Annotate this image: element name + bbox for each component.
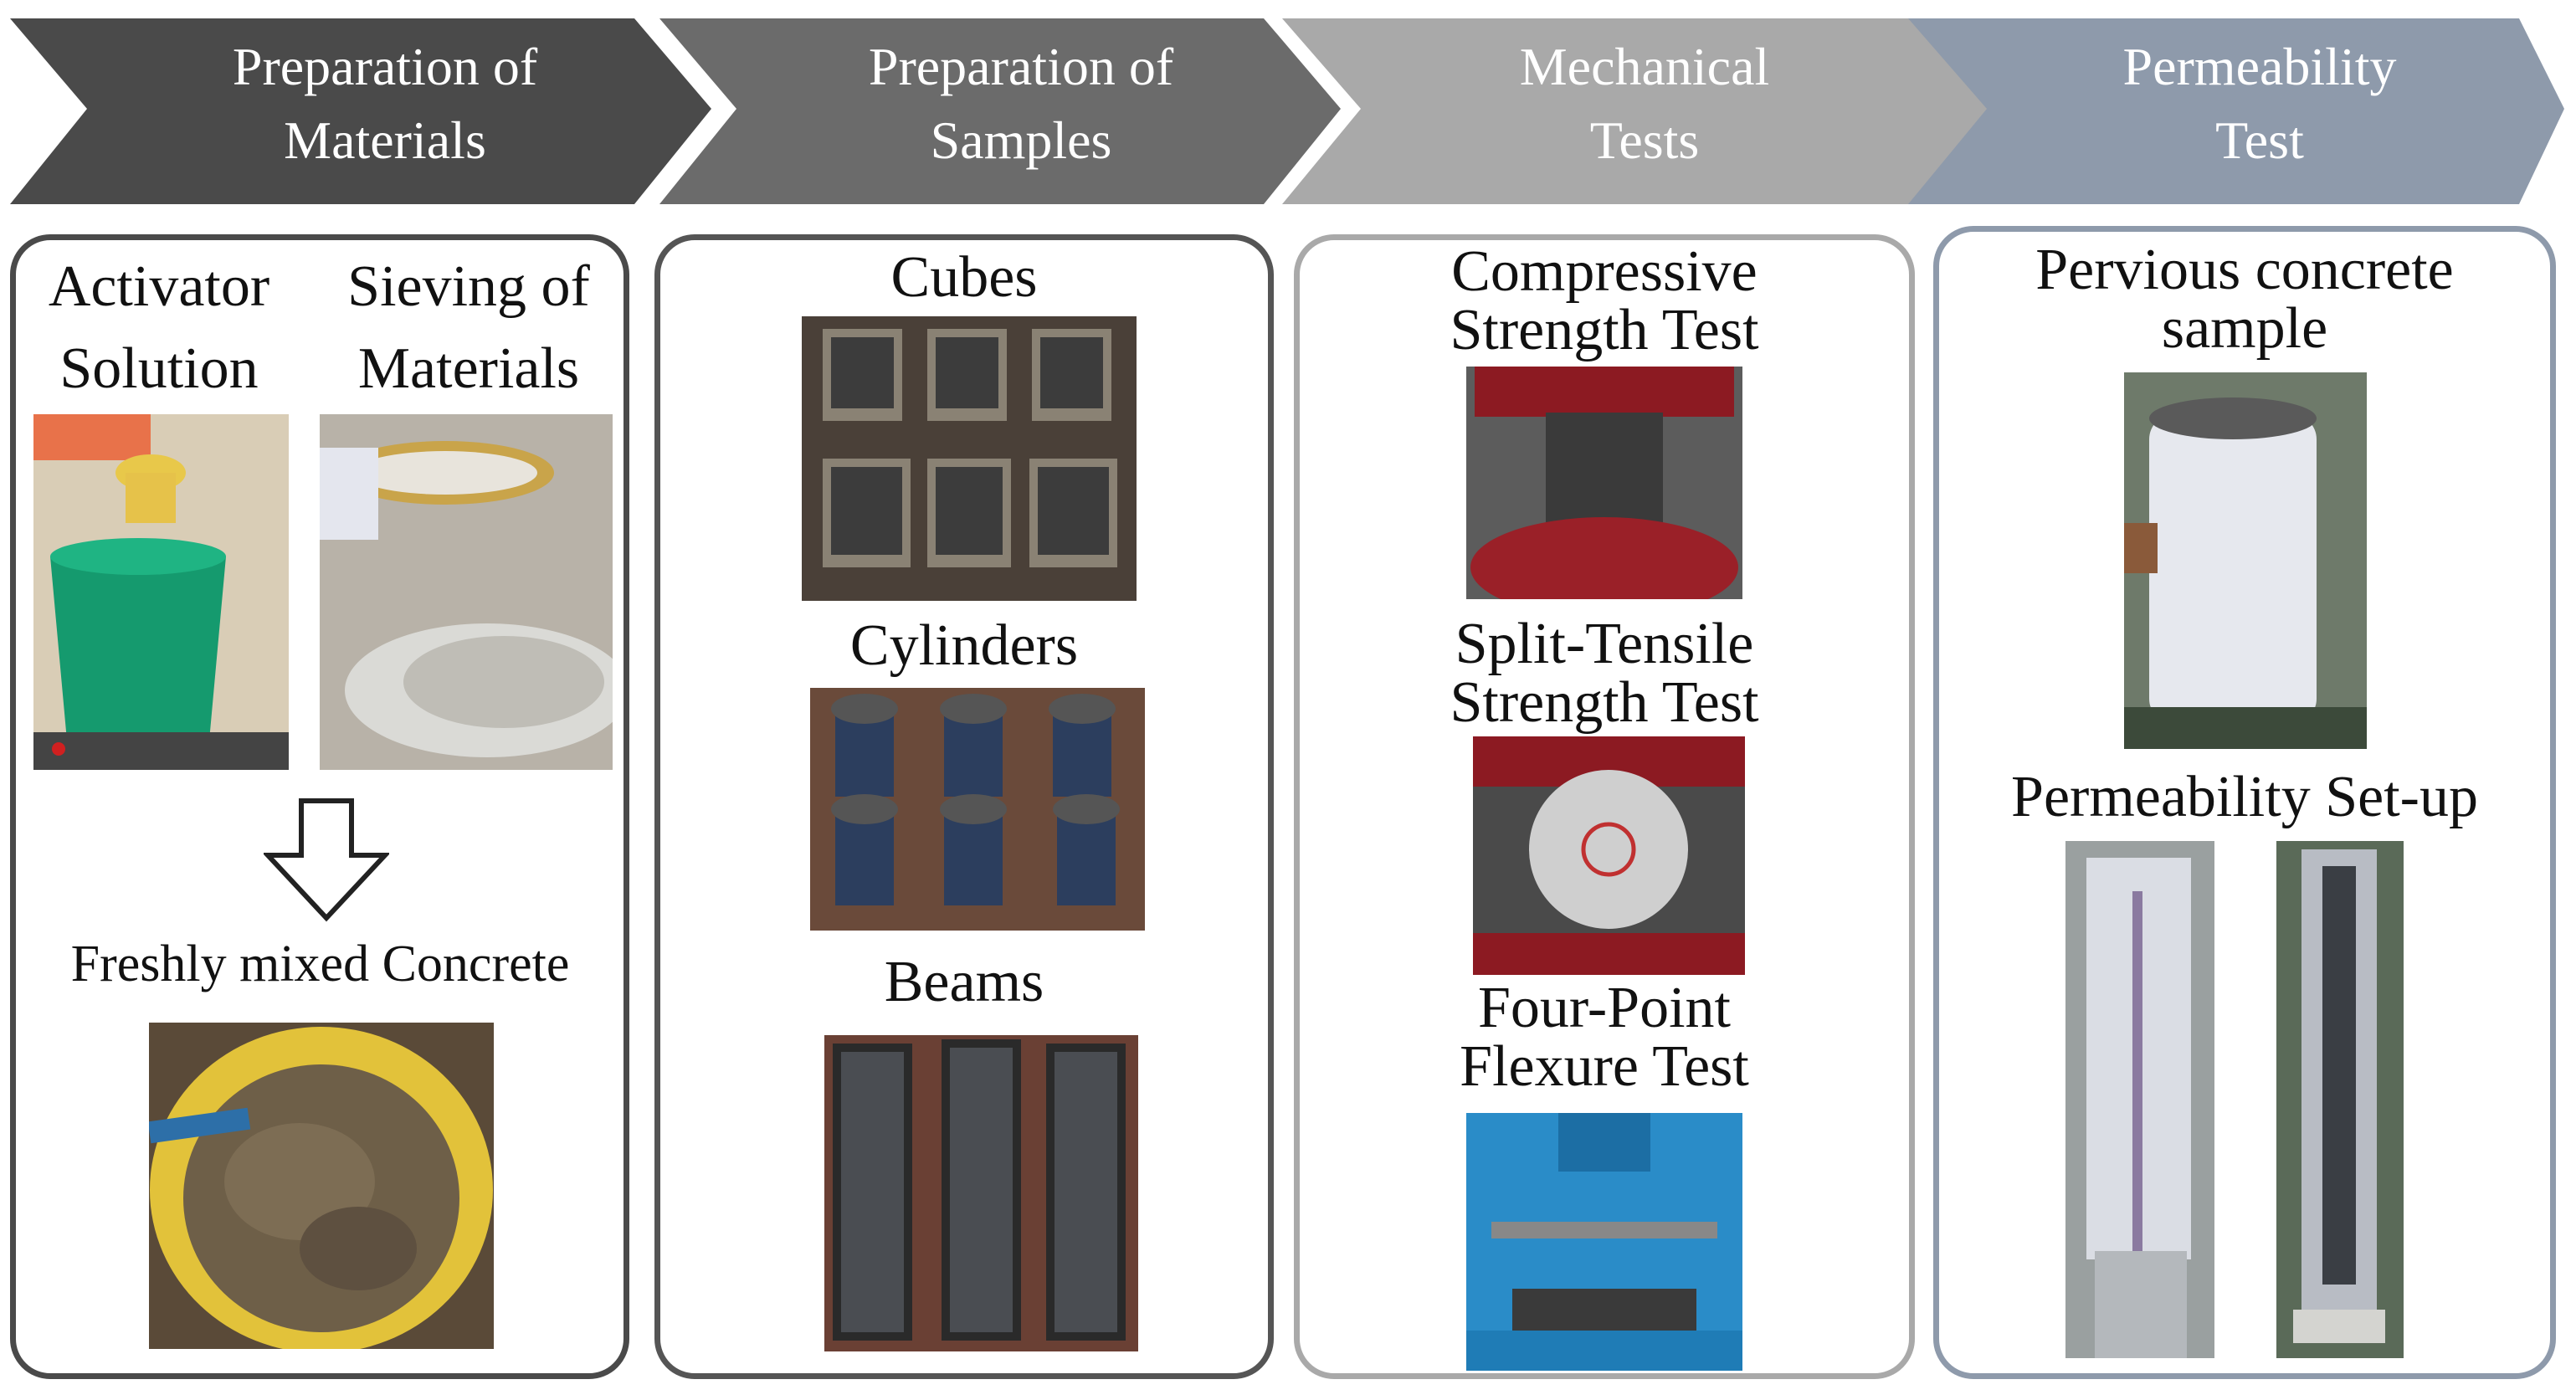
beams-photo (824, 1035, 1138, 1351)
stage-2-line2: Samples (930, 110, 1112, 170)
split-line1: Split-Tensile (1455, 612, 1754, 676)
compressive-line2: Strength Test (1450, 298, 1759, 362)
sieving-photo (320, 414, 613, 770)
stage-label-1: Preparation of Materials (134, 30, 636, 177)
beams-label: Beams (884, 950, 1044, 1014)
pervious-sample-photo (2124, 372, 2367, 749)
cylinders-photo (810, 688, 1145, 931)
stage-arrow-1 (10, 18, 711, 204)
stage-1-line1: Preparation of (232, 37, 538, 96)
flexure-photo (1466, 1113, 1742, 1371)
fresh-concrete-photo (149, 1023, 494, 1349)
fresh-concrete-label: Freshly mixed Concrete (70, 936, 570, 992)
stage-4-line2: Test (2215, 110, 2304, 170)
stage-4-line1: Permeability (2122, 37, 2397, 96)
compressive-photo (1466, 367, 1742, 599)
compressive-label: Compressive Strength Test (1294, 243, 1915, 360)
down-arrow-icon (264, 798, 389, 922)
stage-label-2: Preparation of Samples (770, 30, 1272, 177)
cubes-photo (802, 316, 1137, 601)
stage-arrow-4 (1908, 18, 2564, 204)
sieving-line2: Materials (357, 336, 580, 401)
activator-line1: Activator (48, 254, 270, 319)
stage-arrow-3 (1282, 18, 1996, 204)
pervious-line2: sample (2161, 296, 2328, 361)
process-arrows (10, 18, 2564, 204)
flexure-line1: Four-Point (1478, 976, 1731, 1040)
activator-label: Activator Solution (17, 258, 301, 398)
flexure-line2: Flexure Test (1460, 1034, 1749, 1099)
stage-1-line2: Materials (284, 110, 486, 170)
permeability-setup-label: Permeability Set-up (2011, 765, 2478, 829)
activator-photo (33, 414, 289, 770)
activator-line2: Solution (59, 336, 259, 401)
sieving-line1: Sieving of (347, 254, 590, 319)
stage-2-line1: Preparation of (868, 37, 1174, 96)
split-tensile-photo (1473, 736, 1745, 975)
split-label: Split-Tensile Strength Test (1294, 615, 1915, 732)
cylinders-label: Cylinders (849, 613, 1079, 678)
setup-photo-left (2065, 841, 2214, 1358)
compressive-line1: Compressive (1451, 239, 1758, 304)
stage-label-3: Mechanical Tests (1393, 30, 1896, 177)
flexure-label: Four-Point Flexure Test (1294, 979, 1915, 1096)
stage-3-line2: Tests (1589, 110, 1700, 170)
stage-arrow-2 (659, 18, 1341, 204)
split-line2: Strength Test (1450, 670, 1759, 735)
sieving-label: Sieving of Materials (322, 258, 615, 398)
stage-3-line1: Mechanical (1519, 37, 1770, 96)
stage-label-4: Permeability Test (2009, 30, 2511, 177)
setup-photo-right (2276, 841, 2404, 1358)
cubes-label: Cubes (890, 245, 1038, 310)
pervious-line1: Pervious concrete (2035, 238, 2454, 302)
pervious-sample-label: Pervious concrete sample (1933, 241, 2556, 358)
